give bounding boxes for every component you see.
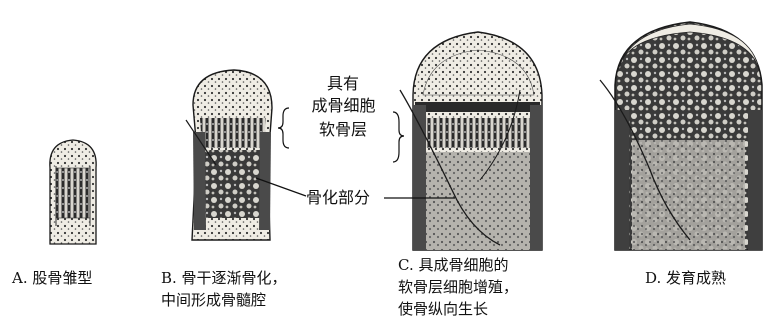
figure-b-ossifying-shaft xyxy=(186,70,272,240)
marrow-cavity-d xyxy=(632,140,745,250)
label-cartilage-layer-line2: 成骨细胞 xyxy=(296,96,391,116)
label-cartilage-layer-line3: 软骨层 xyxy=(305,120,381,140)
model-core xyxy=(56,168,90,218)
caption-b-line1: B. 骨干逐渐骨化， xyxy=(161,268,287,288)
figure-d-mature-bone xyxy=(600,22,762,250)
cortex-right-c xyxy=(530,105,542,250)
label-cartilage-layer-line1: 具有 xyxy=(318,74,368,94)
cortex-left-c xyxy=(413,105,426,250)
marrow-cavity-c xyxy=(426,152,530,250)
label-ossified-part: 骨化部分 xyxy=(306,188,370,208)
growth-plate-c xyxy=(415,102,540,112)
caption-c-line1: C. 具成骨细胞的 xyxy=(398,255,508,275)
figure-c-growing-bone xyxy=(400,32,542,250)
caption-a: A. 股骨雏型 xyxy=(12,268,92,288)
caption-b-line2: 中间形成骨髓腔 xyxy=(161,290,266,310)
cartilage-columns-c xyxy=(418,118,538,148)
caption-c-line3: 使骨纵向生长 xyxy=(398,299,488,319)
figure-a-femur-model xyxy=(50,140,96,244)
cortex-left-d xyxy=(615,110,629,250)
brace-left xyxy=(278,108,289,148)
brace-right xyxy=(393,112,404,162)
cartilage-columns-b xyxy=(200,118,266,148)
caption-c-line2: 软骨层细胞增殖， xyxy=(398,277,518,297)
cortex-right-d xyxy=(748,110,762,250)
caption-d: D. 发育成熟 xyxy=(645,268,726,288)
